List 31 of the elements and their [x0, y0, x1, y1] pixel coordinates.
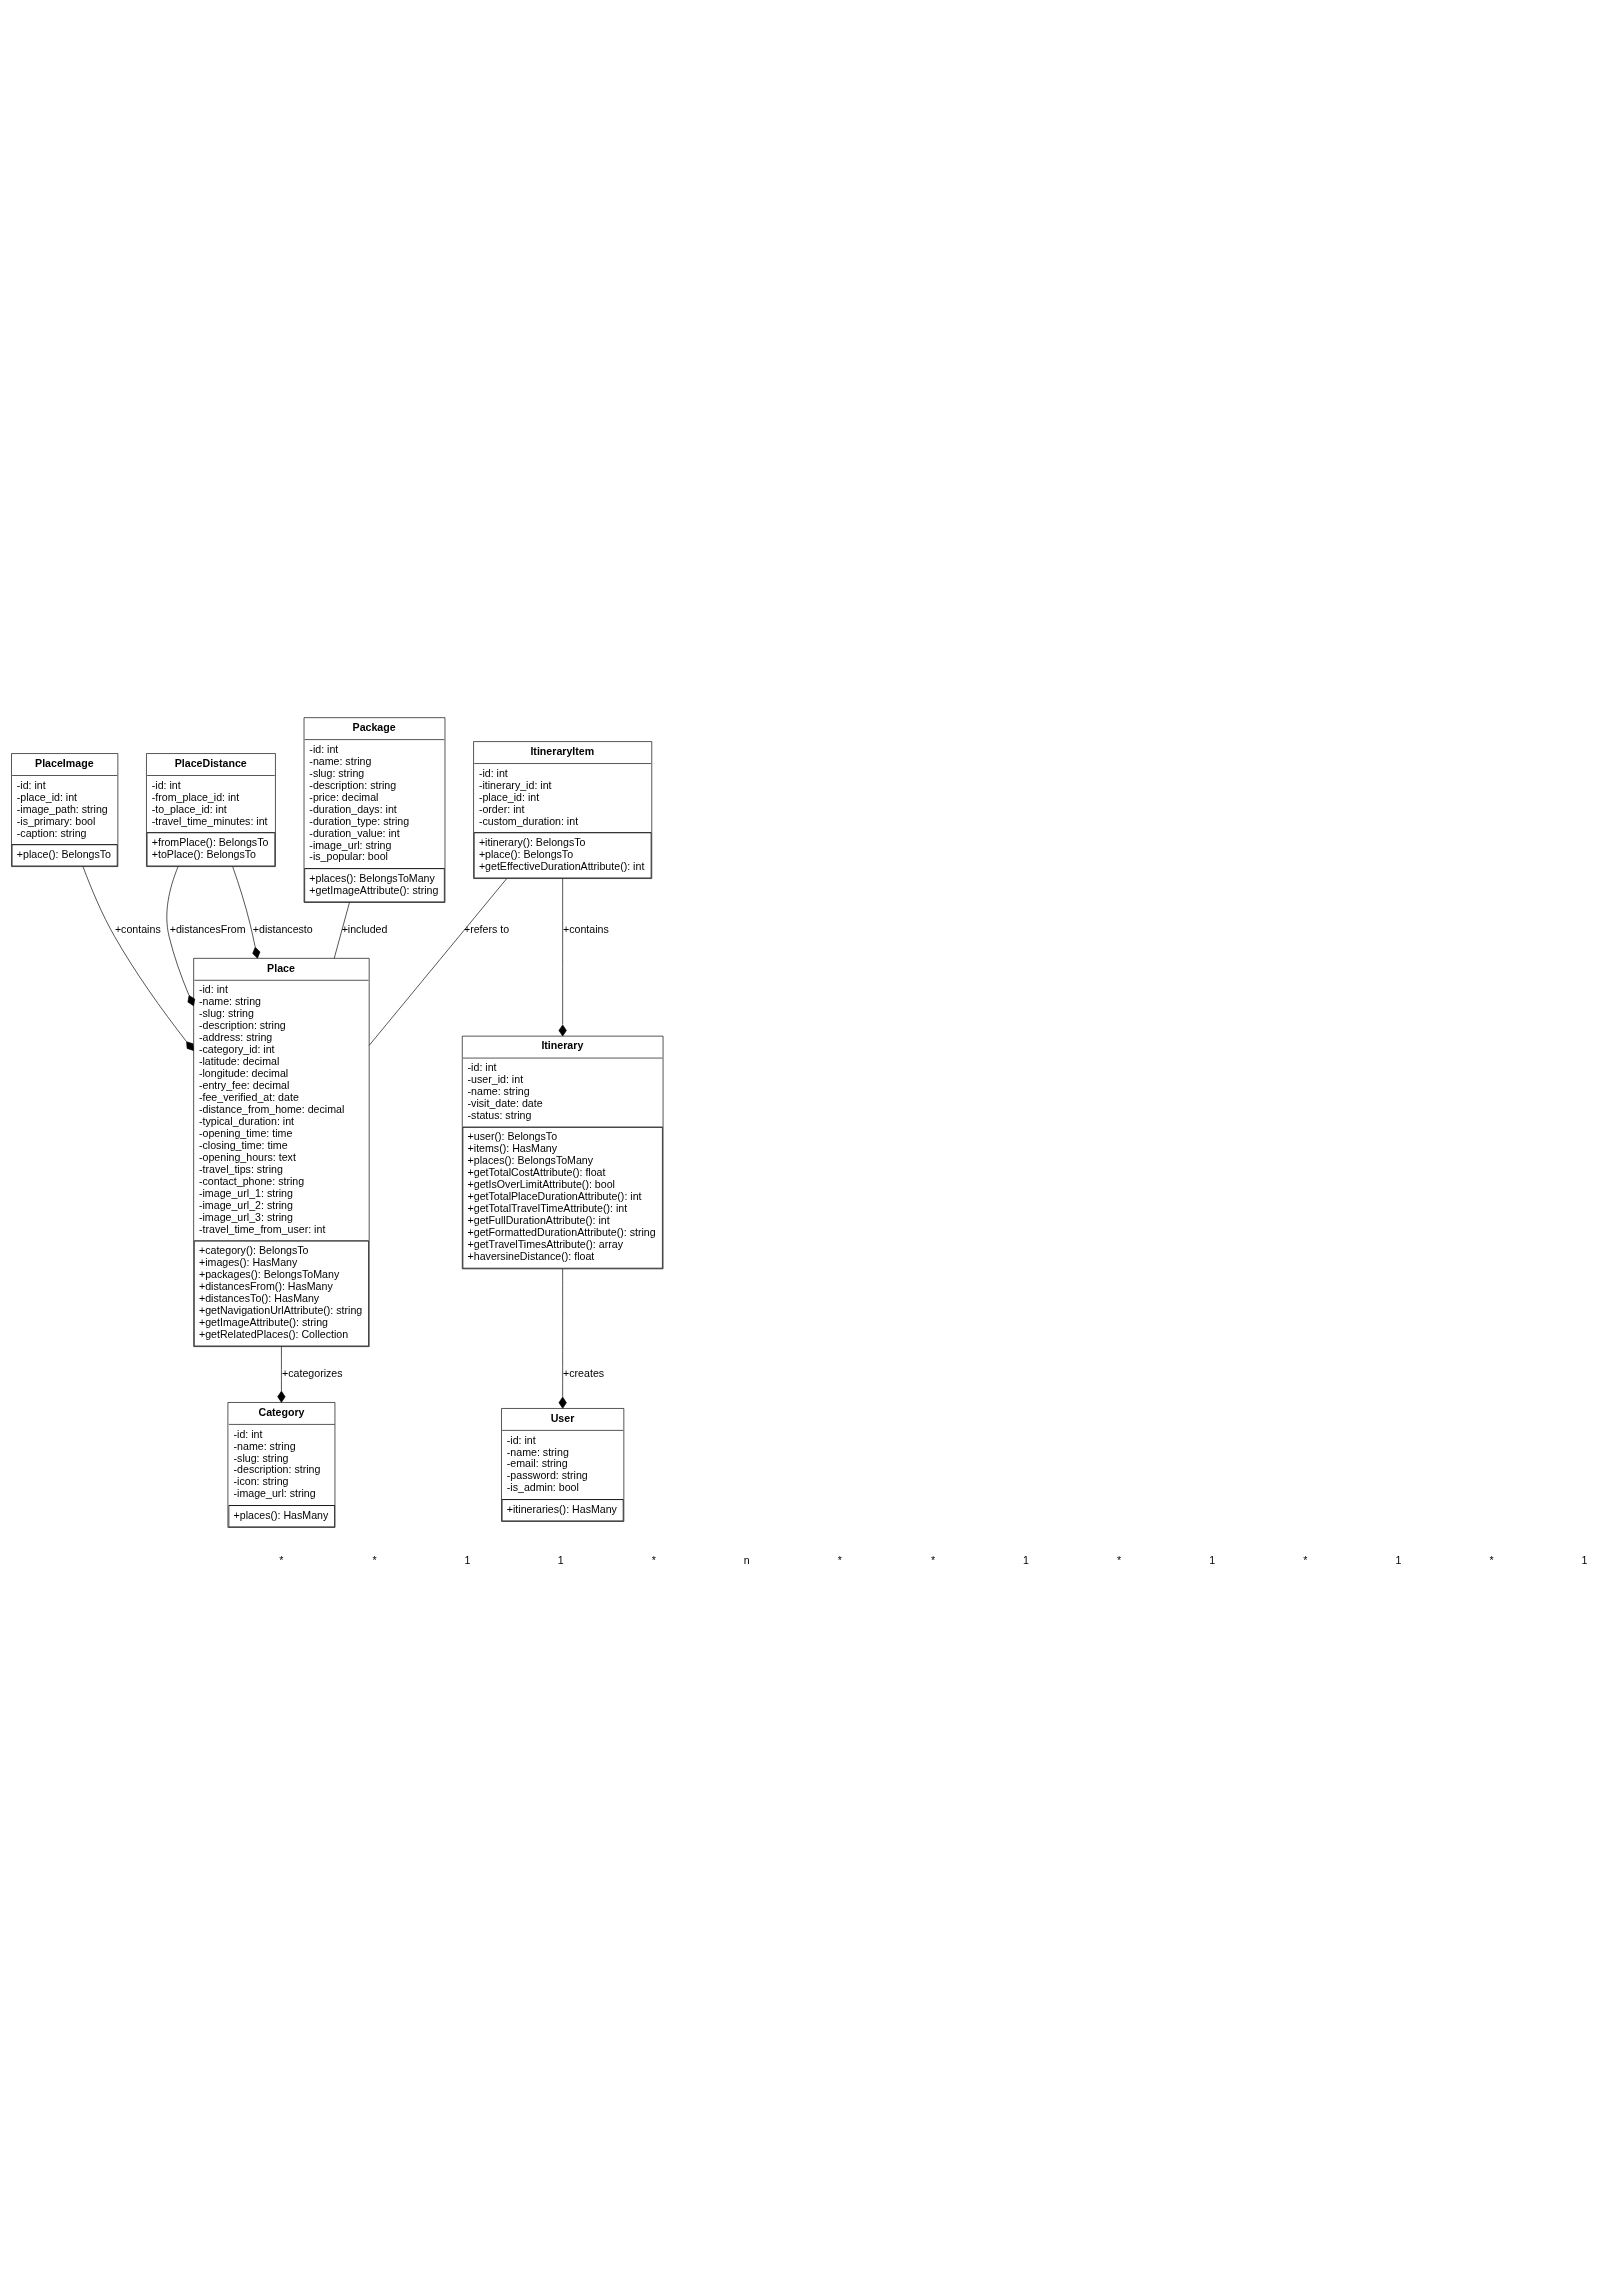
connector	[558, 877, 567, 1036]
edge-label: +categorizes	[282, 1366, 343, 1379]
connector	[333, 901, 350, 959]
label: 1	[557, 1553, 564, 1566]
connector	[232, 865, 261, 958]
label: *	[837, 1553, 842, 1566]
label: *	[1489, 1553, 1494, 1566]
label: *	[372, 1553, 377, 1566]
label: 1	[1395, 1553, 1402, 1566]
label: *	[651, 1553, 656, 1566]
edge-label: +included	[341, 922, 388, 935]
edge-label: +distancesto	[252, 922, 313, 935]
label: *	[279, 1553, 284, 1566]
connector	[368, 877, 507, 1046]
edge-label: +refers to	[463, 922, 510, 935]
connector	[558, 1268, 567, 1409]
connector	[277, 1345, 286, 1403]
connector	[166, 865, 196, 1006]
label: n	[743, 1553, 750, 1566]
connector	[82, 865, 194, 1051]
label: 1	[464, 1553, 471, 1566]
edge-label: +contains	[563, 922, 609, 935]
edge-label: +distancesFrom	[169, 922, 246, 935]
edge-label: +creates	[563, 1366, 605, 1379]
label: 1	[1209, 1553, 1216, 1566]
label: *	[930, 1553, 936, 1566]
label: *	[1303, 1553, 1308, 1566]
label: 1	[1581, 1553, 1588, 1566]
label: *	[1117, 1553, 1122, 1566]
label: 1	[1023, 1553, 1030, 1566]
edge-label: +contains	[114, 922, 161, 935]
